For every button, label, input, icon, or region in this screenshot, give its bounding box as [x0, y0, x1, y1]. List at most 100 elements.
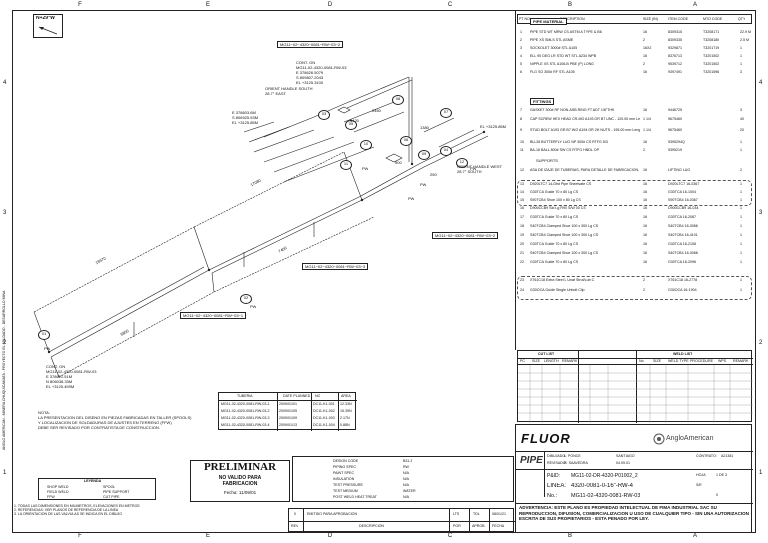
bom-cell-pt: 6 — [520, 70, 522, 74]
column-label-b: B — [567, 2, 572, 8]
part-bubble: 12 — [456, 158, 468, 168]
bom-cell-size: 1 1/4 — [643, 128, 651, 132]
bom-cell-pt: 2 — [520, 38, 522, 42]
bom-cell-desc: BA-16 BALL 800# SW CS RTFG HNDL OP — [530, 148, 599, 152]
spec-cell: INSULATION — [333, 477, 355, 481]
bom-cell-mto: T3201596 — [703, 70, 720, 74]
side-text-column: ANGLO AMERICAN - MINERA CHUQUICAMATA - P… — [0, 90, 10, 450]
column-label-a-bottom: A — [692, 533, 697, 539]
bom-cell-desc: FLG SO 300# RF STL A105 — [530, 70, 575, 74]
bom-cell-item: 9395294Q — [668, 140, 685, 144]
bom-cell-size: 2 — [643, 288, 645, 292]
bom-cell-item: S40TCB4 16-3068 — [668, 251, 698, 255]
part-bubble: 06 — [400, 136, 412, 146]
bom-cell-item: G30TCA 16-2087 — [668, 215, 696, 219]
weld-list-title: WELD LIST — [673, 352, 693, 356]
spec-cell: WATER — [403, 489, 416, 493]
bom-cell-item: 9539712 — [668, 62, 682, 66]
bom-separator — [515, 10, 516, 350]
bom-cell-size: 16 — [643, 251, 647, 255]
fluor-logo: FLUOR — [521, 431, 571, 446]
bom-cell-size: 16 — [643, 108, 647, 112]
bom-cell-item: LIFTING LUG — [668, 168, 691, 172]
bom-cell-item: G30TCA 16-2108 — [668, 242, 696, 246]
bom-cell-pt: 12 — [520, 168, 524, 172]
cut-list-title: CUT LIST — [538, 352, 555, 356]
part-bubble: 07 — [440, 108, 452, 118]
bom-cell-desc: PIPE STD WT MRW CS ASTM A TYPE & B6 — [530, 30, 602, 34]
pw-label: PW — [420, 182, 427, 187]
bom-cell-pt: 8 — [520, 117, 522, 121]
bom-cell-size: 16 — [643, 168, 647, 172]
bom-cell-qty: 3 — [740, 70, 742, 74]
bom-cell-size: 16 — [643, 190, 647, 194]
bom-cell-item: 9446725 — [668, 108, 682, 112]
bom-cell-mto: T3201502 — [703, 62, 720, 66]
bom-cell-pt: 17 — [520, 215, 524, 219]
bom-cell-pt: 7 — [520, 108, 522, 112]
cut-weld-list: CUT LIST WELD LIST PC SIZE LENGTH REMARK… — [517, 350, 753, 423]
spool-table: TUBERIA DATE PLANNED NO AREA MG11-02-432… — [218, 392, 357, 431]
bom-cell-qty: 1 — [740, 46, 742, 50]
bom-cell-qty: 1 — [740, 148, 742, 152]
bom-cell-size: 2 — [643, 278, 645, 282]
bom-cell-qty: 1 — [740, 224, 742, 228]
bom-cell-desc: D900CCB9 Sld Lg R90 S/W 00 CS — [530, 206, 586, 210]
bom-cell-pt: 19 — [520, 233, 524, 237]
row-label-4-right: 4 — [759, 80, 763, 86]
spec-cell: N/A — [403, 495, 409, 499]
elevation-annotation-right: EL +3125.85M — [480, 124, 506, 129]
north-arrow-icon — [38, 26, 58, 35]
spec-cell: N/A — [403, 477, 409, 481]
part-bubble: 08 — [392, 95, 404, 105]
column-label-c-bottom: C — [447, 533, 453, 539]
spec-cell: TEST PRESSURE — [333, 483, 363, 487]
anglo-american-logo: AngloAmerican — [666, 435, 714, 442]
bom-cell-size: 16 — [643, 30, 647, 34]
spec-cell: RW — [403, 465, 409, 469]
legend-title: LEYENDA — [84, 479, 102, 483]
bom-header: PT NO DESCRIPTION SIZE (IN) ITEM CODE MT… — [517, 14, 752, 24]
bom-cell-size: 16 — [643, 140, 647, 144]
spool-table-cell: 2.17N — [340, 416, 350, 420]
bom-cell-qty: 1 — [740, 182, 742, 186]
bom-cell-qty: 1 — [740, 215, 742, 219]
dimension-label: 500 — [395, 160, 402, 165]
bom-cell-item: 8376713 — [668, 54, 682, 58]
spool-table-cell: MG11-02-4320-0081-RW-03-4 — [221, 423, 270, 427]
bom-cell-item: 9675460 — [668, 128, 682, 132]
revision-history-table: 0 EMITIDO PARA APROBACION LTS TDL 08/01/… — [288, 508, 515, 533]
spool-table-cell: MG11-02-4320-0081-RW-03-1 — [221, 402, 270, 406]
bom-cell-pt: 20 — [520, 242, 524, 246]
fima-logo: PIPE — [520, 455, 543, 466]
bom-cell-qty: 2.5 M — [740, 38, 749, 42]
spec-cell: TEST MEDIUM — [333, 489, 358, 493]
bom-cell-qty: 1 — [740, 140, 742, 144]
bom-section-pipe: PIPE MATERIAL — [530, 18, 567, 25]
preliminar-stamp: PRELIMINAR NO VALIDO PARA FABRICACION Fe… — [190, 460, 290, 502]
part-bubble: 09 — [418, 150, 430, 160]
bom-cell-qty: 2 — [740, 168, 742, 172]
bom-cell-qty: 40 — [740, 117, 744, 121]
notes-title: NOTA: — [38, 410, 50, 415]
north-label: N+29°W — [36, 16, 55, 21]
bom-cell-desc: G30TCA Guide 70 x 80 Lg CS — [530, 215, 579, 219]
bom-cell-desc: PIPE XS SMLS STL ASME — [530, 38, 574, 42]
bom-cell-desc: S90TCB4 Shoe 100 x 80 Lg CS — [530, 198, 581, 202]
bom-cell-item: X761C18 16-2778 — [668, 278, 698, 282]
pw-label: PW — [408, 196, 415, 201]
